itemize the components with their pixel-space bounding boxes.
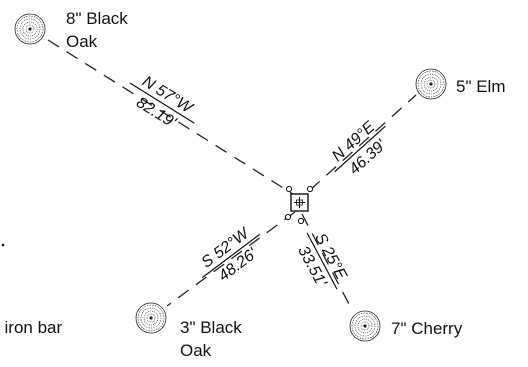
- tree-label-black-oak-8-line2: Oak: [66, 32, 98, 51]
- tree-label-elm-5: 5" Elm: [456, 77, 506, 96]
- tree-label-black-oak-3-line1: 3" Black: [180, 318, 242, 337]
- tree-label-cherry-7: 7" Cherry: [391, 319, 463, 338]
- bearing-group-black-oak-3: S 52°W 48.26': [198, 224, 261, 285]
- iron-bar-corner-marker-icon: [284, 185, 314, 225]
- line-to-elm-5: [309, 94, 417, 191]
- bearing-group-cherry-7: S 25°E 33.51': [294, 230, 350, 290]
- stray-dot: [1, 243, 5, 247]
- line-to-black-oak-8: [47, 39, 297, 197]
- line-to-black-oak-3: [166, 211, 296, 307]
- tree-symbol-icon: [14, 13, 46, 45]
- line-to-cherry-7: [301, 213, 351, 307]
- tree-symbol-icon: [349, 310, 381, 342]
- tree-label-black-oak-8-line1: 8" Black: [66, 9, 128, 28]
- tree-symbol-icon: [415, 68, 447, 100]
- bearing-group-elm-5: N 49°E 46.39': [329, 118, 390, 178]
- bearing-group-black-oak-8: N 57°W 82.19': [129, 73, 197, 132]
- tree-label-black-oak-3-line2: Oak: [180, 341, 212, 360]
- partial-caption: l iron bar: [0, 318, 62, 337]
- tree-symbol-icon: [135, 302, 167, 334]
